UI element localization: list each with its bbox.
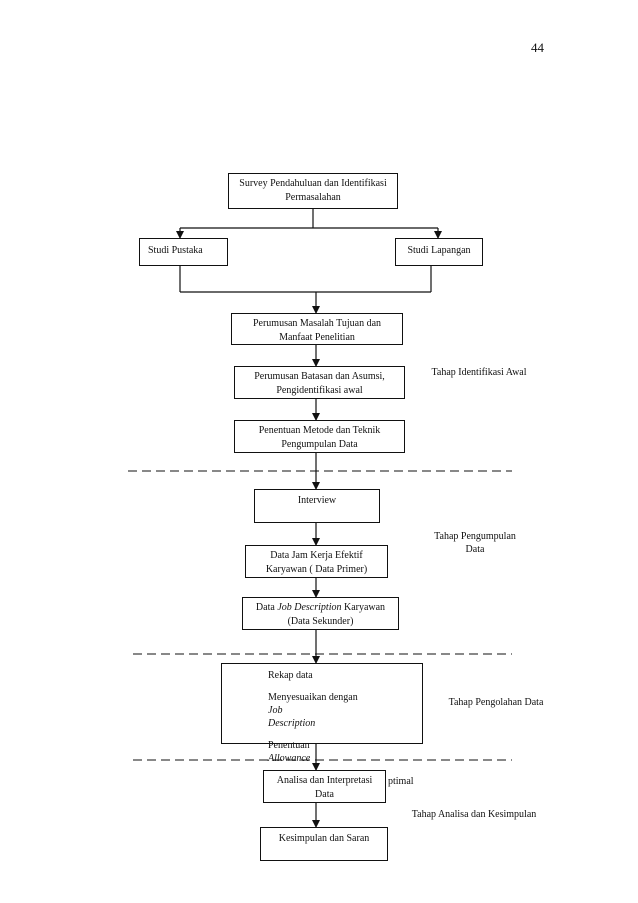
analisa-line2: Data [315, 789, 334, 800]
rekap-item-menyesuaikan: Menyesuaikan dengan Job [268, 692, 358, 716]
data-job-description-box: Data Job Description Karyawan (Data Seku… [242, 597, 399, 630]
analisa-box: Analisa dan Interpretasi Data [263, 770, 386, 803]
data-job-description-line2: (Data Sekunder) [287, 616, 354, 627]
perumusan-batasan-line2: Pengidentifikasi awal [276, 385, 363, 396]
penentuan-metode-line2: Pengumpulan Data [281, 439, 358, 450]
perumusan-masalah-line2: Manfaat Penelitian [279, 332, 355, 343]
survey-line1: Survey Pendahuluan dan Identifikasi [239, 178, 387, 189]
survey-line2: Permasalahan [285, 192, 341, 203]
stage-label-pengolahan: Tahap Pengolahan Data [448, 697, 544, 708]
studi-pustaka-label: Studi Pustaka [148, 245, 203, 256]
studi-pustaka-box: Studi Pustaka [139, 238, 228, 266]
interview-box: Interview [254, 489, 380, 523]
rekap-item-rekap-data: Rekap data [268, 670, 313, 681]
analisa-line1: Analisa dan Interpretasi [276, 775, 373, 786]
penentuan-metode-box: Penentuan Metode dan Teknik Pengumpulan … [234, 420, 405, 453]
kesimpulan-label: Kesimpulan dan Saran [278, 833, 370, 844]
perumusan-masalah-line1: Perumusan Masalah Tujuan dan [252, 318, 382, 329]
stage-label-identifikasi: Tahap Identifikasi Awal [431, 367, 527, 378]
interview-label: Interview [297, 495, 337, 506]
data-jam-kerja-box: Data Jam Kerja Efektif Karyawan ( Data P… [245, 545, 388, 578]
rekap-item-description: Description [268, 718, 316, 729]
perumusan-batasan-box: Perumusan Batasan dan Asumsi, Pengidenti… [234, 366, 405, 399]
rekap-item-allowance: Penentuan Allowance [268, 740, 311, 764]
perumusan-batasan-line1: Perumusan Batasan dan Asumsi, [254, 371, 385, 382]
stage-label-analisa: Tahap Analisa dan Kesimpulan [411, 809, 537, 820]
rekap-overflow-fragment: ptimal [388, 776, 414, 787]
job-description-term: Job Description [277, 602, 342, 613]
data-jam-kerja-line2: Karyawan ( Data Primer) [265, 564, 368, 575]
studi-lapangan-box: Studi Lapangan [395, 238, 483, 266]
stage-label-pengumpulan: Tahap Pengumpulan Data [434, 531, 516, 555]
data-job-description-line1: Data Job Description Karyawan [255, 602, 386, 613]
studi-lapangan-label: Studi Lapangan [407, 245, 471, 256]
perumusan-masalah-box: Perumusan Masalah Tujuan dan Manfaat Pen… [231, 313, 403, 345]
page-number: 44 [531, 40, 544, 55]
penentuan-metode-line1: Penentuan Metode dan Teknik [258, 425, 381, 436]
rekap-box [221, 663, 423, 744]
data-jam-kerja-line1: Data Jam Kerja Efektif [270, 550, 363, 561]
kesimpulan-box: Kesimpulan dan Saran [260, 827, 388, 861]
survey-box: Survey Pendahuluan dan Identifikasi Perm… [228, 173, 398, 209]
